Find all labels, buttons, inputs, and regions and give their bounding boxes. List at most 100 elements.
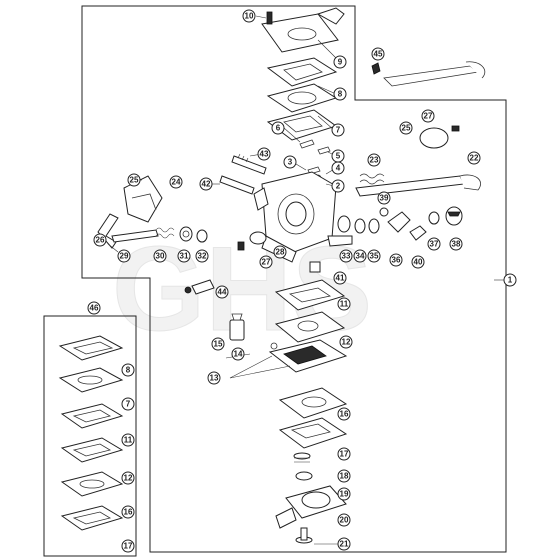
callout-label: 38 (452, 240, 461, 249)
callout-14[interactable]: 14 (231, 347, 245, 361)
callout-33[interactable]: 33 (339, 249, 353, 263)
callout-label: 10 (245, 12, 254, 21)
callout-label: 25 (130, 176, 139, 185)
throttle-plate-right (419, 125, 460, 149)
callout-label: 39 (380, 194, 389, 203)
callout-label: 27 (262, 258, 271, 267)
spring-23 (359, 173, 385, 185)
callout-28[interactable]: 28 (273, 245, 287, 259)
callout-4[interactable]: 4 (331, 161, 345, 175)
diaphragm-8 (266, 83, 338, 113)
callout-label: 12 (342, 338, 351, 347)
callout-20[interactable]: 20 (337, 513, 351, 527)
callout-label: 26 (96, 236, 105, 245)
callout-40[interactable]: 40 (411, 255, 425, 269)
callout-36[interactable]: 36 (389, 253, 403, 267)
pump-cover-20 (275, 485, 347, 529)
callout-label: 36 (392, 256, 401, 265)
callout-42[interactable]: 42 (199, 177, 213, 191)
callout-17[interactable]: 17 (337, 447, 351, 461)
callout-11-kit[interactable]: 11 (121, 433, 135, 447)
callout-44[interactable]: 44 (215, 285, 229, 299)
callout-39[interactable]: 39 (377, 191, 391, 205)
callout-5[interactable]: 5 (331, 149, 345, 163)
spring-30 (155, 227, 175, 239)
callout-27-lower[interactable]: 27 (259, 255, 273, 269)
callout-10[interactable]: 10 (242, 9, 256, 23)
callout-46[interactable]: 46 (87, 301, 101, 315)
callout-3[interactable]: 3 (283, 155, 297, 169)
callout-label: 18 (340, 472, 349, 481)
callout-30[interactable]: 30 (153, 249, 167, 263)
callout-6[interactable]: 6 (271, 121, 285, 135)
callout-label: 13 (210, 374, 219, 383)
callout-label: 17 (340, 450, 349, 459)
callout-41[interactable]: 41 (333, 271, 347, 285)
callout-22[interactable]: 22 (467, 151, 481, 165)
callout-label: 35 (370, 252, 379, 261)
callout-label: 45 (374, 50, 383, 59)
callout-31[interactable]: 31 (177, 249, 191, 263)
callout-34[interactable]: 34 (353, 249, 367, 263)
callout-18[interactable]: 18 (337, 469, 351, 483)
callout-25-left[interactable]: 25 (127, 173, 141, 187)
callout-16-kit[interactable]: 16 (121, 505, 135, 519)
upper-cover (261, 7, 345, 53)
callout-23[interactable]: 23 (367, 153, 381, 167)
callout-label: 16 (124, 508, 133, 517)
callout-label: 20 (340, 516, 349, 525)
ring-19 (295, 471, 313, 481)
washers-31-32 (179, 226, 208, 243)
callout-9[interactable]: 9 (333, 55, 347, 69)
callout-43[interactable]: 43 (257, 147, 271, 161)
callout-label: 9 (338, 58, 343, 67)
callout-13[interactable]: 13 (207, 371, 221, 385)
callout-2[interactable]: 2 (331, 179, 345, 193)
plate-12 (274, 311, 346, 343)
callout-label: 46 (90, 304, 99, 313)
callout-1[interactable]: 1 (503, 273, 517, 287)
callout-11[interactable]: 11 (337, 297, 351, 311)
callout-27[interactable]: 27 (421, 109, 435, 123)
callout-38[interactable]: 38 (449, 237, 463, 251)
callout-label: 8 (126, 366, 131, 375)
callout-7[interactable]: 7 (331, 123, 345, 137)
carburetor-body (253, 171, 353, 263)
callout-29[interactable]: 29 (117, 249, 131, 263)
callout-35[interactable]: 35 (367, 249, 381, 263)
callout-16[interactable]: 16 (337, 407, 351, 421)
callout-24[interactable]: 24 (169, 175, 183, 189)
callout-label: 5 (336, 152, 341, 161)
main-assembly-frame (81, 5, 507, 553)
callout-15[interactable]: 15 (211, 337, 225, 351)
choke-lever-26 (97, 213, 119, 249)
callout-17-kit[interactable]: 17 (121, 539, 135, 553)
callout-12-kit[interactable]: 12 (121, 471, 135, 485)
kit-46-frame (43, 315, 137, 557)
callout-label: 29 (120, 252, 129, 261)
callout-label: 6 (276, 124, 281, 133)
fitting-44 (184, 279, 215, 295)
callout-label: 3 (288, 158, 293, 167)
callout-21[interactable]: 21 (337, 537, 351, 551)
callout-label: 28 (276, 248, 285, 257)
gasket-17 (278, 417, 348, 449)
callout-26[interactable]: 26 (93, 233, 107, 247)
callout-45[interactable]: 45 (371, 47, 385, 61)
callout-12[interactable]: 12 (339, 335, 353, 349)
callouts: 10 9 8 7 45 27 25 22 23 6 5 3 4 2 43 42 … (87, 9, 517, 553)
callout-19[interactable]: 19 (337, 487, 351, 501)
choke-shaft-29 (111, 229, 159, 243)
callout-7-kit[interactable]: 7 (121, 397, 135, 411)
callout-label: 19 (340, 490, 349, 499)
spring-18 (293, 452, 311, 463)
callout-label: 23 (370, 156, 379, 165)
callout-37[interactable]: 37 (427, 237, 441, 251)
callout-8[interactable]: 8 (333, 87, 347, 101)
callout-label: 11 (340, 300, 349, 309)
callout-25[interactable]: 25 (399, 121, 413, 135)
callout-label: 12 (124, 474, 133, 483)
callout-8-kit[interactable]: 8 (121, 363, 135, 377)
lever-45 (371, 61, 486, 87)
callout-32[interactable]: 32 (195, 249, 209, 263)
